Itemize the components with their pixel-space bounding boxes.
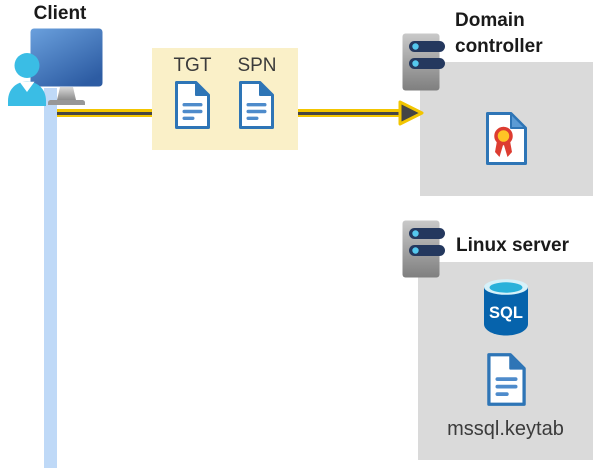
sql-icon-label: SQL [489, 304, 523, 322]
client-lifeline [44, 88, 57, 468]
domain-controller-server-icon [402, 33, 445, 91]
ticket-box: TGT SPN [152, 48, 298, 150]
user-icon [8, 53, 46, 106]
keytab-filename-label: mssql.keytab [447, 418, 564, 440]
client-monitor-icon [30, 28, 103, 105]
spn-document-icon [239, 81, 275, 129]
tgt-label: TGT [173, 55, 212, 76]
keytab-document-icon [487, 353, 526, 406]
client-title: Client [33, 3, 87, 24]
tgt-ticket: TGT [173, 55, 211, 150]
spn-label: SPN [237, 55, 277, 76]
tgt-document-icon [174, 81, 210, 129]
arrow-head-icon [398, 100, 424, 126]
sql-database-icon: SQL [484, 279, 528, 336]
certificate-icon [486, 112, 527, 165]
linux-server-title: Linux server [456, 235, 569, 256]
spn-ticket: SPN [237, 55, 277, 150]
linux-server-icon [402, 220, 445, 278]
domain-controller-title: Domain controller [455, 10, 543, 57]
